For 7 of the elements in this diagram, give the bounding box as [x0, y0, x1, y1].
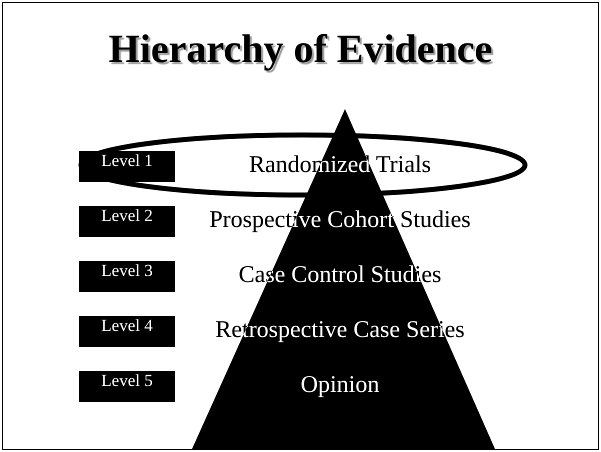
level-tag: Level 5 [79, 371, 175, 402]
title: Hierarchy of Evidence [108, 25, 494, 72]
level-tag: Level 1 [79, 151, 175, 182]
level-tag: Level 2 [79, 206, 175, 237]
evidence-level-text: Opinion [300, 372, 380, 399]
level-tag: Level 3 [79, 261, 175, 292]
level-tag: Level 4 [79, 316, 175, 347]
